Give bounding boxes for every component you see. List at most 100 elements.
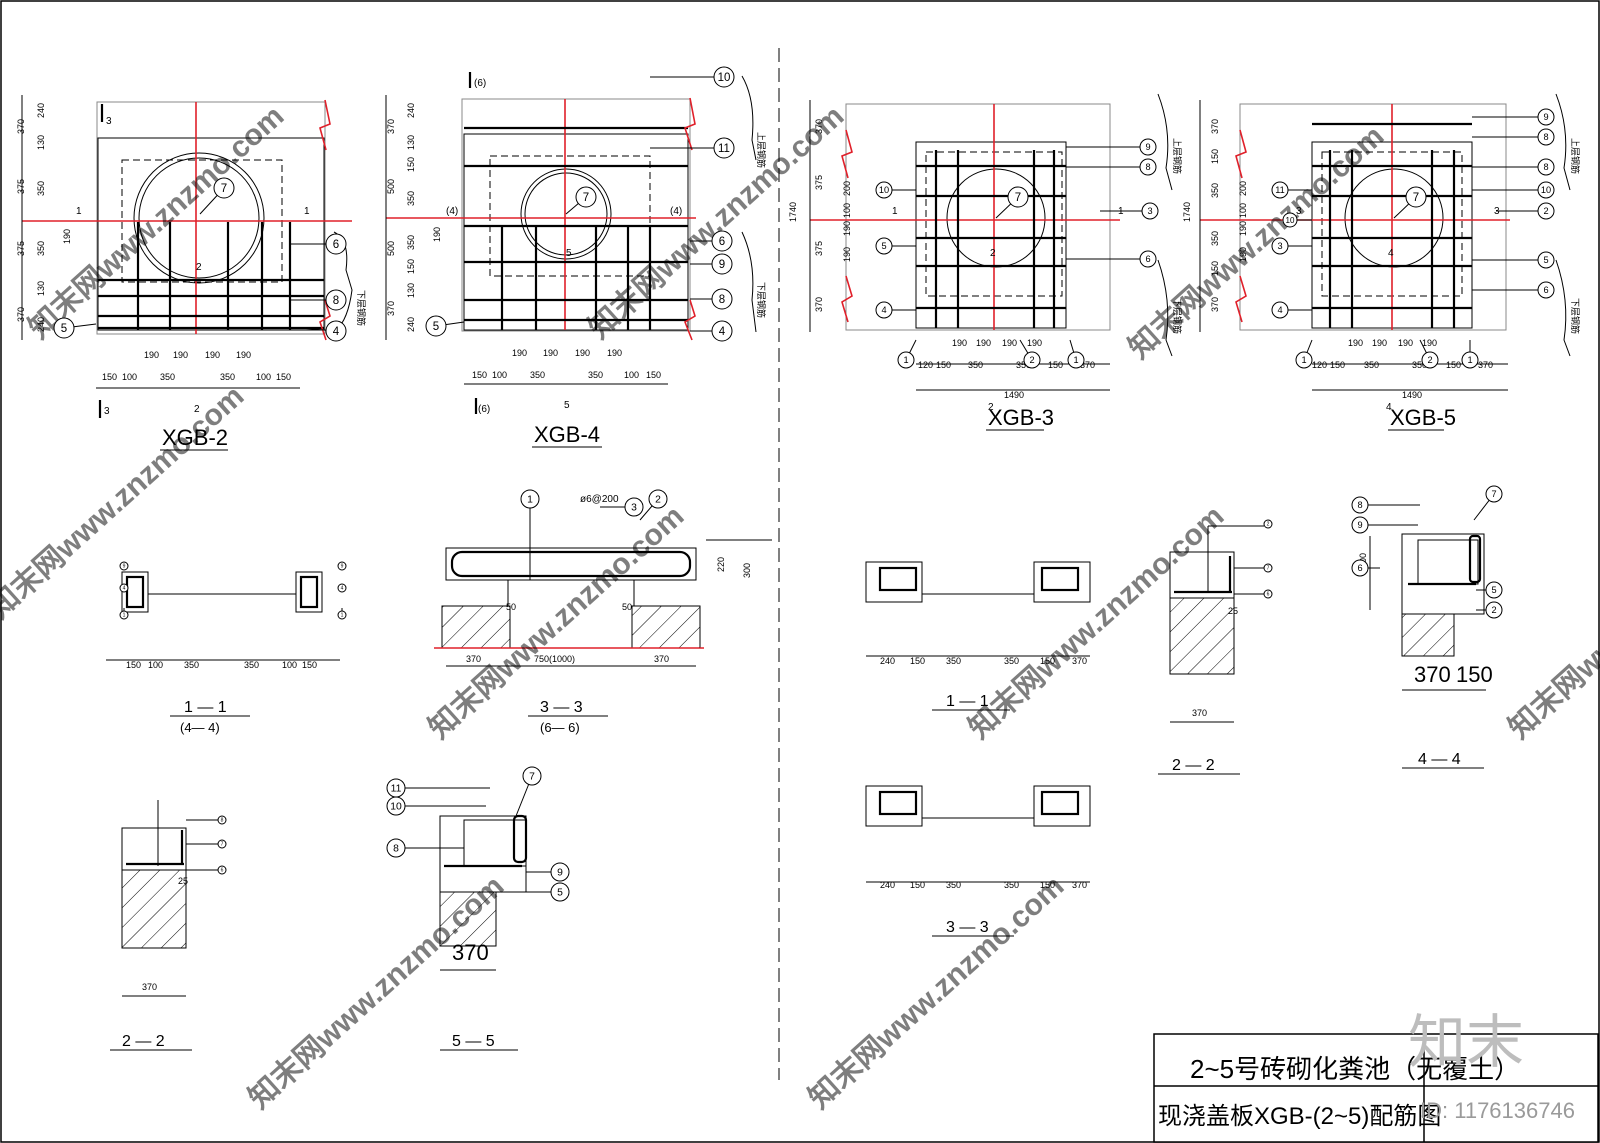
svg-text:190: 190	[144, 350, 159, 360]
svg-text:190: 190	[236, 350, 251, 360]
section-title: 2 — 2	[122, 1033, 165, 1050]
svg-text:370: 370	[1072, 880, 1087, 890]
svg-text:150: 150	[406, 157, 416, 172]
svg-text:100: 100	[256, 372, 271, 382]
callout-bubble-4: 4	[875, 301, 916, 319]
svg-text:240: 240	[36, 103, 46, 118]
callout-number: 8	[719, 294, 725, 306]
svg-text:350: 350	[36, 241, 46, 256]
svg-text:50: 50	[506, 602, 516, 612]
svg-text:130: 130	[406, 135, 416, 150]
logo-watermark: 知末	[1408, 1010, 1524, 1075]
svg-text:5: 5	[564, 400, 570, 411]
svg-text:350: 350	[1210, 231, 1220, 246]
svg-text:350: 350	[588, 370, 603, 380]
svg-text:1740: 1740	[1182, 202, 1192, 222]
cut-mark: 1	[76, 206, 82, 217]
svg-text:5: 5	[566, 248, 572, 259]
svg-text:100: 100	[122, 372, 137, 382]
svg-text:350: 350	[1210, 183, 1220, 198]
callout-bubble-1: 1	[337, 608, 347, 620]
plan-title: XGB-3	[988, 405, 1054, 430]
callout-number: 9	[123, 564, 126, 570]
callout-bubble-10: 10	[650, 66, 735, 88]
callout-number: 7	[221, 842, 224, 848]
callout-bubble-9: 9	[1472, 108, 1555, 126]
callout-bubble-5: 5	[53, 317, 97, 339]
svg-text:130: 130	[406, 283, 416, 298]
callout-number: 6	[1357, 563, 1362, 573]
callout-number: 2	[1543, 206, 1548, 216]
title-block: 2~5号砖砌化粪池（无覆土） 现浇盖板XGB-(2~5)配筋图 知末 ID: 1…	[1153, 1010, 1599, 1143]
plan-xgb-5: 3 3 4 1740 370 150 350 350 150 370 200 1…	[1182, 100, 1510, 431]
callout-number: 8	[1145, 162, 1150, 172]
callout-number: 8	[1543, 132, 1548, 142]
callout-bubble-11: 11	[1271, 181, 1312, 199]
section-5-5: 370 5 — 5	[439, 814, 528, 1051]
callout-bubble-1: 1	[119, 608, 129, 620]
plan-title: XGB-4	[534, 422, 600, 447]
svg-text:150: 150	[1446, 360, 1461, 370]
svg-text:370: 370	[1192, 708, 1207, 718]
svg-text:370: 370	[16, 307, 26, 322]
plan-xgb-2: 3 1 1 2 240 130 350 350 130 240 370 375 …	[16, 95, 352, 451]
callout-number: 7	[1491, 489, 1496, 499]
callout-bubble-2: 2	[1419, 339, 1439, 369]
callout-number: 6	[719, 236, 725, 248]
svg-text:350: 350	[406, 191, 416, 206]
callout-number: 7	[1413, 192, 1419, 204]
callout-bubble-6: 6	[1066, 250, 1157, 268]
svg-text:100: 100	[624, 370, 639, 380]
svg-text:350: 350	[946, 880, 961, 890]
callout-bubble-8: 8	[290, 289, 347, 311]
image-id: ID: 1176136746	[1420, 1098, 1575, 1123]
callout-number: 2	[1427, 355, 1432, 365]
callout-number: 7	[221, 183, 227, 195]
callout-bubble-9: 9	[690, 253, 733, 275]
callout-number: 5	[1491, 585, 1496, 595]
callout-bubble-1: 1	[1067, 339, 1085, 369]
callout-bubble-7: 7	[1473, 485, 1503, 521]
svg-text:370: 370	[16, 119, 26, 134]
callout-bubble-7: 7	[565, 186, 597, 215]
callout-number: 8	[333, 295, 339, 307]
svg-text:25: 25	[1228, 606, 1238, 616]
svg-text:150: 150	[910, 656, 925, 666]
svg-text:350: 350	[946, 656, 961, 666]
steel-notes: 下层钢筋 上层钢筋 下层钢筋 上层钢筋 下层钢筋 上层钢筋 下层钢筋	[333, 75, 1581, 357]
svg-text:下层钢筋: 下层钢筋	[1570, 298, 1581, 334]
callout-bubble-11: 11	[650, 137, 735, 159]
callout-number: 9	[719, 259, 725, 271]
svg-text:370: 370	[654, 654, 669, 664]
callout-bubble-7: 7	[995, 186, 1029, 219]
svg-text:100: 100	[1238, 203, 1248, 218]
callout-number: 3	[1277, 241, 1282, 251]
callout-number: 2	[1491, 605, 1496, 615]
callout-number: 9	[557, 868, 563, 879]
watermarks: 知末网www.znzmo.com 知末网www.znzmo.com 知末网www…	[0, 99, 1600, 1115]
callout-bubble-11: 11	[386, 778, 490, 798]
callout-bubble-4: 4	[299, 320, 347, 342]
svg-text:220: 220	[716, 557, 726, 572]
callout-number: 4	[719, 326, 726, 338]
callout-bubble-8: 8	[186, 815, 227, 825]
svg-text:190: 190	[1398, 338, 1413, 348]
svg-text:350: 350	[160, 372, 175, 382]
svg-text:50: 50	[622, 602, 632, 612]
svg-text:150: 150	[1048, 360, 1063, 370]
svg-text:1490: 1490	[1402, 390, 1422, 400]
svg-text:240: 240	[406, 103, 416, 118]
svg-text:370: 370	[814, 119, 824, 134]
svg-text:3: 3	[104, 406, 110, 417]
svg-text:350: 350	[1016, 360, 1031, 370]
svg-text:150: 150	[1456, 662, 1493, 687]
svg-text:2: 2	[988, 402, 994, 413]
svg-text:190: 190	[1348, 338, 1363, 348]
svg-text:下层钢筋: 下层钢筋	[756, 282, 767, 318]
svg-text:(6— 6): (6— 6)	[540, 720, 580, 735]
svg-text:150: 150	[1210, 149, 1220, 164]
